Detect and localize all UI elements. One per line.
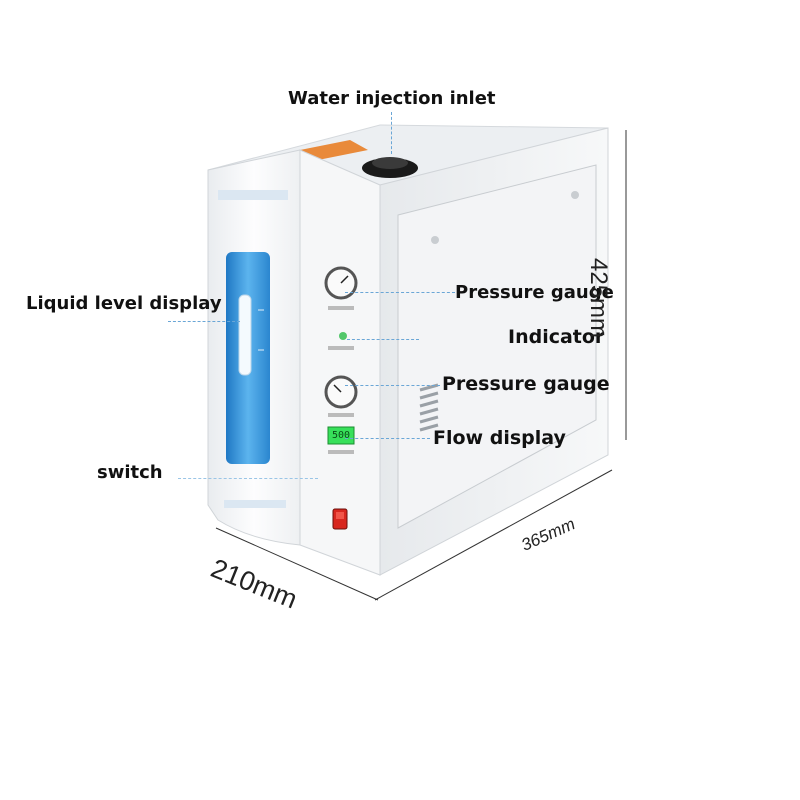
depth-dimension-line — [374, 469, 613, 601]
label-indicator: Indicator — [508, 326, 605, 348]
side-screw-2 — [571, 191, 579, 199]
front-footer-strip — [224, 500, 286, 508]
label-pressure-gauge-top: Pressure gauge — [455, 282, 614, 303]
label-water-injection-inlet: Water injection inlet — [288, 88, 496, 109]
label-switch: switch — [97, 462, 163, 483]
top-sticker — [300, 140, 368, 160]
vent-slots — [419, 383, 439, 432]
housing-front-right — [299, 149, 381, 576]
side-screw-1 — [431, 236, 439, 244]
dimension-height: 425mm — [585, 258, 612, 339]
leader-pressure-gauge-top — [345, 292, 455, 293]
label-pressure-gauge-bottom: Pressure gauge — [442, 373, 610, 395]
leader-liquid-level — [168, 321, 240, 322]
leader-switch — [178, 478, 318, 479]
label-flow-display: Flow display — [433, 427, 566, 449]
leader-pressure-gauge-bottom — [345, 385, 440, 386]
leader-indicator — [347, 339, 419, 340]
leader-water-inlet — [391, 112, 392, 154]
width-dimension-line — [215, 527, 379, 601]
leader-flow-display — [345, 438, 430, 439]
flow-readout-value: 500 — [331, 430, 351, 441]
flow-display — [327, 426, 355, 445]
front-header-strip — [218, 190, 288, 200]
label-liquid-level-display: Liquid level display — [26, 293, 222, 314]
indicator-led — [339, 332, 347, 340]
liquid-level-tube — [238, 294, 252, 376]
side-panel-inset — [397, 164, 597, 529]
